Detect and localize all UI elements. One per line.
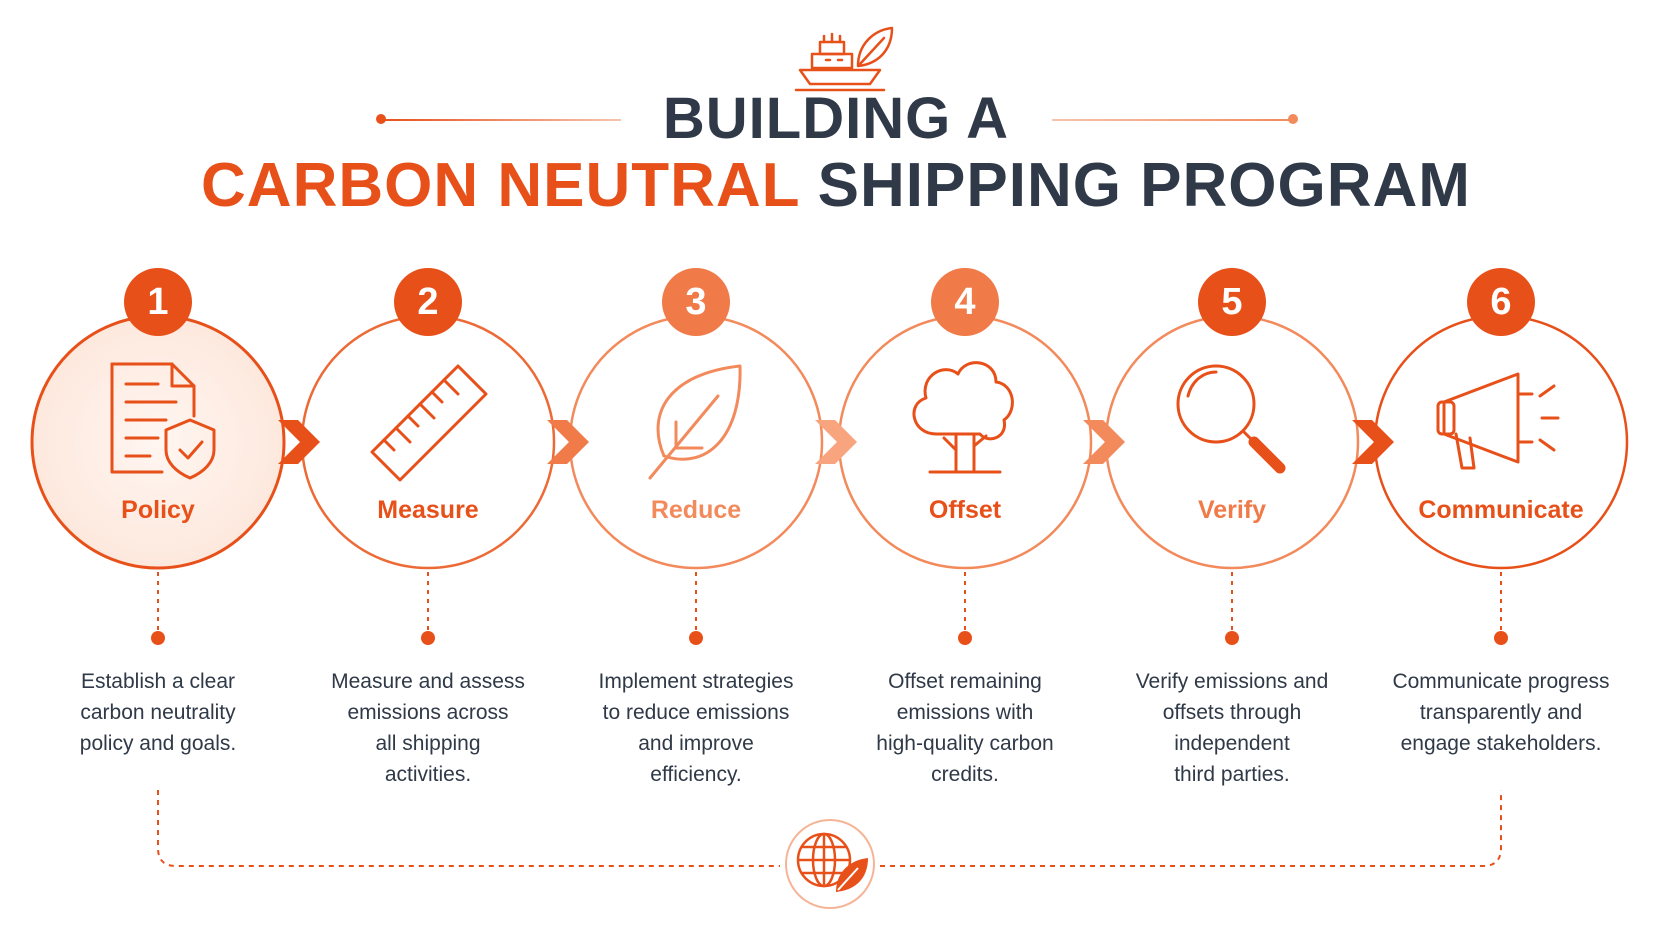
step-circle-4 — [837, 314, 1093, 570]
step-number-badge-5: 5 — [1198, 268, 1266, 336]
step-label-verify: Verify — [1197, 496, 1267, 524]
connector-dot-5 — [1225, 631, 1239, 645]
title-rule-left — [381, 119, 621, 121]
globe-leaf-icon — [785, 819, 875, 909]
step-number-badge-3: 3 — [662, 268, 730, 336]
chevron-arrow-3 — [815, 420, 857, 464]
step-circle-3 — [568, 314, 824, 570]
connector-dot-4 — [958, 631, 972, 645]
chevron-arrow-1 — [278, 420, 320, 464]
step-description-2: Measure and assess emissions across all … — [331, 670, 525, 786]
title-highlight: CARBON NEUTRAL — [201, 151, 800, 220]
title-rest: SHIPPING PROGRAM — [799, 151, 1471, 220]
step-number-badge-2: 2 — [394, 268, 462, 336]
ruler-icon — [370, 364, 488, 482]
connector-dot-2 — [421, 631, 435, 645]
step-circle-1 — [30, 314, 286, 570]
title-rule-right — [1052, 119, 1292, 121]
connector-dot-3 — [689, 631, 703, 645]
magnifier-icon — [1176, 364, 1286, 474]
chevron-arrow-2 — [547, 420, 589, 464]
step-circle-2 — [300, 314, 556, 570]
step-description-1: Establish a clear carbon neutrality poli… — [79, 670, 237, 755]
step-description-4: Offset remaining emissions with high-qua… — [876, 670, 1054, 786]
step-description-6: Communicate progress transparently and e… — [1392, 670, 1610, 755]
title-rule-right-dot — [1288, 114, 1298, 124]
tree-icon — [912, 361, 1014, 474]
step-label-reduce: Reduce — [650, 496, 742, 524]
step-number-badge-1: 1 — [124, 268, 192, 336]
chevron-arrow-5 — [1352, 420, 1394, 464]
step-description-3: Implement strategies to reduce emissions… — [598, 670, 794, 786]
step-label-measure: Measure — [377, 496, 479, 524]
step-description-5: Verify emissions and offsets through ind… — [1135, 670, 1329, 786]
title-rule-left-dot — [376, 114, 386, 124]
title-line-2: CARBON NEUTRAL SHIPPING PROGRAM — [0, 148, 1672, 224]
step-label-communicate: Communicate — [1418, 496, 1584, 524]
step-circle-6 — [1373, 314, 1629, 570]
policy-document-shield-icon — [110, 362, 216, 480]
chevron-arrow-4 — [1083, 420, 1125, 464]
step-circle-5 — [1104, 314, 1360, 570]
step-number-badge-4: 4 — [931, 268, 999, 336]
connector-dot-6 — [1494, 631, 1508, 645]
title-line-1: BUILDING A — [662, 86, 1010, 151]
megaphone-icon — [1436, 372, 1560, 470]
step-label-policy: Policy — [121, 496, 195, 524]
leaf-arrow-icon — [648, 364, 742, 480]
step-label-offset: Offset — [928, 496, 1002, 524]
bottom-bracket-line — [157, 790, 1502, 867]
connector-dot-1 — [151, 631, 165, 645]
step-number-badge-6: 6 — [1467, 268, 1535, 336]
